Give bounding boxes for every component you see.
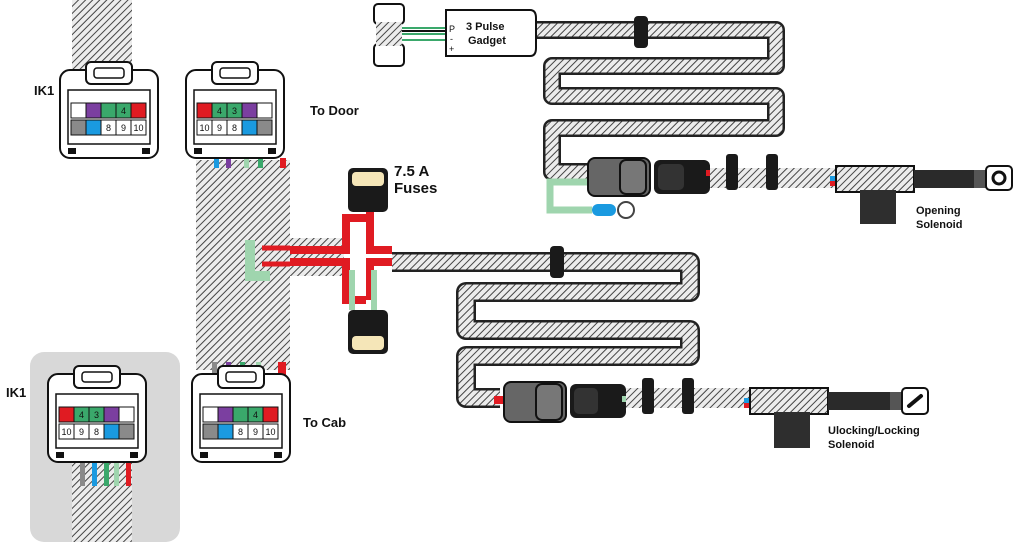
lower-seal-2 xyxy=(682,378,694,414)
connector-to-cab: 84 9 10 xyxy=(191,365,291,463)
pin-cell xyxy=(100,102,117,119)
pin-number: 4 xyxy=(253,410,258,420)
locking-label-line2: Solenoid xyxy=(828,439,874,451)
opening-label-line1: Opening xyxy=(916,205,961,217)
pin-cell xyxy=(196,102,213,119)
pin-cell xyxy=(241,119,258,136)
pin-cell xyxy=(256,102,273,119)
pin-number: 10 xyxy=(199,123,209,133)
fuses-label-line1: 7.5 A xyxy=(394,163,429,180)
upper-grommet xyxy=(634,16,648,48)
upper-seal-1 xyxy=(726,154,738,190)
opening-solenoid xyxy=(830,165,1013,224)
gadget-box: P - + 3 Pulse Gadget xyxy=(445,9,537,57)
pin-cell xyxy=(256,119,273,136)
lower-seal-1 xyxy=(642,378,654,414)
upper-seal-2 xyxy=(766,154,778,190)
pin-cell xyxy=(262,406,279,423)
pin-cell xyxy=(70,119,87,136)
connector-to-door: 10 4 93 8 xyxy=(185,61,285,159)
gadget-connector xyxy=(373,3,446,67)
pin-cell xyxy=(262,423,279,440)
pin-cell xyxy=(130,102,147,119)
locking-label-line1: Ulocking/Locking xyxy=(828,425,920,437)
pin-number: 9 xyxy=(253,427,258,437)
pin-cell xyxy=(202,423,219,440)
pin-cell xyxy=(70,102,87,119)
pin-number: 9 xyxy=(217,123,222,133)
pin-number: 8 xyxy=(94,427,99,437)
pin-cell xyxy=(118,406,135,423)
pin-cell xyxy=(103,423,120,440)
gadget-pin-minus: - xyxy=(450,34,453,44)
connector-ik1-top: 84 9 10 xyxy=(59,61,159,159)
pin-cell xyxy=(217,406,234,423)
harness-ik1-top xyxy=(72,0,132,70)
fuses-label-line2: Fuses xyxy=(394,180,437,197)
to-cab-label: To Cab xyxy=(303,415,346,430)
pin-number: 8 xyxy=(106,123,111,133)
connector-ik1-bottom: 10 4 93 8 xyxy=(47,365,147,463)
pin-number: 9 xyxy=(121,123,126,133)
pin-cell xyxy=(217,423,234,440)
fuse-bottom xyxy=(348,310,388,354)
fuse-top xyxy=(348,168,388,212)
pin-number: 4 xyxy=(79,410,84,420)
gadget-label-line1: 3 Pulse xyxy=(466,21,505,33)
to-door-wire-stubs xyxy=(214,158,286,168)
locking-solenoid xyxy=(744,387,929,448)
upper-ground-wire xyxy=(546,178,592,214)
upper-ring-terminal xyxy=(592,204,616,216)
opening-label-line2: Solenoid xyxy=(916,219,962,231)
lower-plug xyxy=(494,381,630,423)
gadget-pin-plus: + xyxy=(449,44,454,54)
pin-number: 10 xyxy=(265,427,275,437)
pin-number: 9 xyxy=(79,427,84,437)
fuse-branch-harness xyxy=(290,238,344,276)
pin-cell xyxy=(232,406,249,423)
pin-number: 8 xyxy=(238,427,243,437)
pin-cell xyxy=(202,406,219,423)
ik1-bottom-wire-stubs xyxy=(80,458,131,486)
pin-cell xyxy=(241,102,258,119)
pin-cell xyxy=(130,119,147,136)
upper-plug xyxy=(587,157,716,197)
ik1-bottom-label: IK1 xyxy=(6,385,26,400)
pin-cell xyxy=(58,406,75,423)
ik1-top-label: IK1 xyxy=(34,83,54,98)
lower-grommet xyxy=(550,246,564,278)
pin-number: 4 xyxy=(217,106,222,116)
pin-number: 3 xyxy=(94,410,99,420)
pin-cell xyxy=(85,102,102,119)
gadget-pin-p: P xyxy=(449,24,455,34)
splice-wires xyxy=(245,240,270,281)
pin-number: 10 xyxy=(61,427,71,437)
to-door-label: To Door xyxy=(310,103,359,118)
pin-number: 4 xyxy=(121,106,126,116)
pin-cell xyxy=(118,423,135,440)
pin-number: 3 xyxy=(232,106,237,116)
pin-number: 8 xyxy=(232,123,237,133)
pin-cell xyxy=(103,406,120,423)
gadget-label-line2: Gadget xyxy=(468,35,506,47)
pin-number: 10 xyxy=(133,123,143,133)
fuse-red-wires xyxy=(290,214,366,304)
pin-cell xyxy=(85,119,102,136)
